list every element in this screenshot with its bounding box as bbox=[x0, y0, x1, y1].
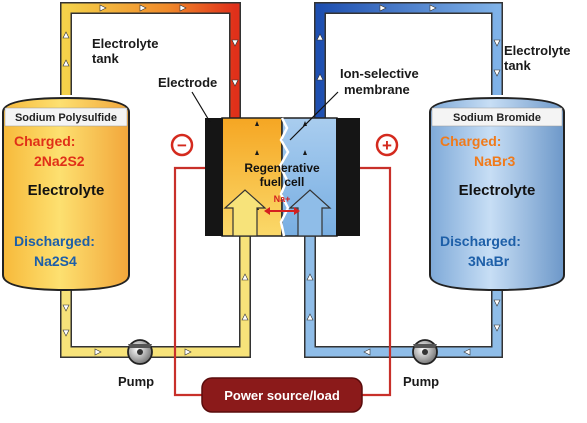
cell-inlet-left-arrow bbox=[223, 189, 267, 237]
right-pump bbox=[412, 339, 438, 365]
membrane-label-line2: membrane bbox=[344, 82, 410, 97]
left-pump-label: Pump bbox=[118, 374, 154, 389]
ion-label: Na+ bbox=[274, 194, 291, 204]
right-electrode bbox=[336, 118, 360, 236]
electrode-label: Electrode bbox=[158, 75, 217, 90]
right-pump-label: Pump bbox=[403, 374, 439, 389]
negative-terminal: − bbox=[170, 133, 194, 157]
right-tank-label-line1: Electrolyte bbox=[504, 43, 570, 58]
right-tank-label-line2: tank bbox=[504, 58, 532, 73]
left-electrolyte-label: Electrolyte bbox=[28, 182, 105, 199]
circuit-wires bbox=[173, 166, 392, 397]
right-charged-label: Charged: bbox=[440, 133, 501, 149]
power-source-load: Power source/load bbox=[201, 377, 363, 413]
left-electrode bbox=[205, 118, 223, 236]
right-discharged-label: Discharged: bbox=[440, 233, 521, 249]
right-tank: Sodium Bromide Charged: NaBr3 Electrolyt… bbox=[429, 96, 565, 292]
cell-title-line1: Regenerative bbox=[244, 161, 320, 175]
negative-symbol: − bbox=[177, 136, 187, 155]
left-charged-label: Charged: bbox=[14, 133, 75, 149]
left-discharged-formula: Na2S4 bbox=[34, 253, 77, 269]
positive-terminal: + bbox=[375, 133, 399, 157]
left-discharged-label: Discharged: bbox=[14, 233, 95, 249]
top-right-pipe bbox=[314, 2, 503, 120]
electrode-pointer bbox=[191, 91, 211, 123]
power-label: Power source/load bbox=[224, 388, 340, 403]
membrane-pointer bbox=[289, 91, 339, 141]
right-discharged-formula: 3NaBr bbox=[468, 253, 510, 269]
ion-transfer-arrow bbox=[264, 207, 300, 215]
left-tank-header: Sodium Polysulfide bbox=[15, 112, 117, 124]
left-pump bbox=[127, 339, 153, 365]
left-tank-label-line2: tank bbox=[92, 51, 120, 66]
bottom-left-pipe bbox=[60, 222, 251, 358]
right-electrolyte-label: Electrolyte bbox=[459, 182, 536, 199]
right-charged-formula: NaBr3 bbox=[474, 153, 515, 169]
top-left-pipe bbox=[60, 2, 241, 120]
bottom-right-pipe bbox=[304, 222, 503, 358]
positive-symbol: + bbox=[382, 136, 392, 155]
ion-selective-membrane bbox=[278, 117, 290, 237]
right-tank-header: Sodium Bromide bbox=[453, 112, 541, 124]
left-tank-label-line1: Electrolyte bbox=[92, 36, 158, 51]
cell-title-line2: fuel cell bbox=[260, 175, 305, 189]
fuel-cell: Regenerative fuel cell Na+ bbox=[205, 117, 360, 237]
left-tank: Sodium Polysulfide Charged: 2Na2S2 Elect… bbox=[1, 96, 130, 292]
left-charged-formula: 2Na2S2 bbox=[34, 153, 85, 169]
membrane-label-line1: Ion-selective bbox=[340, 66, 419, 81]
cell-inlet-right-arrow bbox=[288, 189, 332, 237]
